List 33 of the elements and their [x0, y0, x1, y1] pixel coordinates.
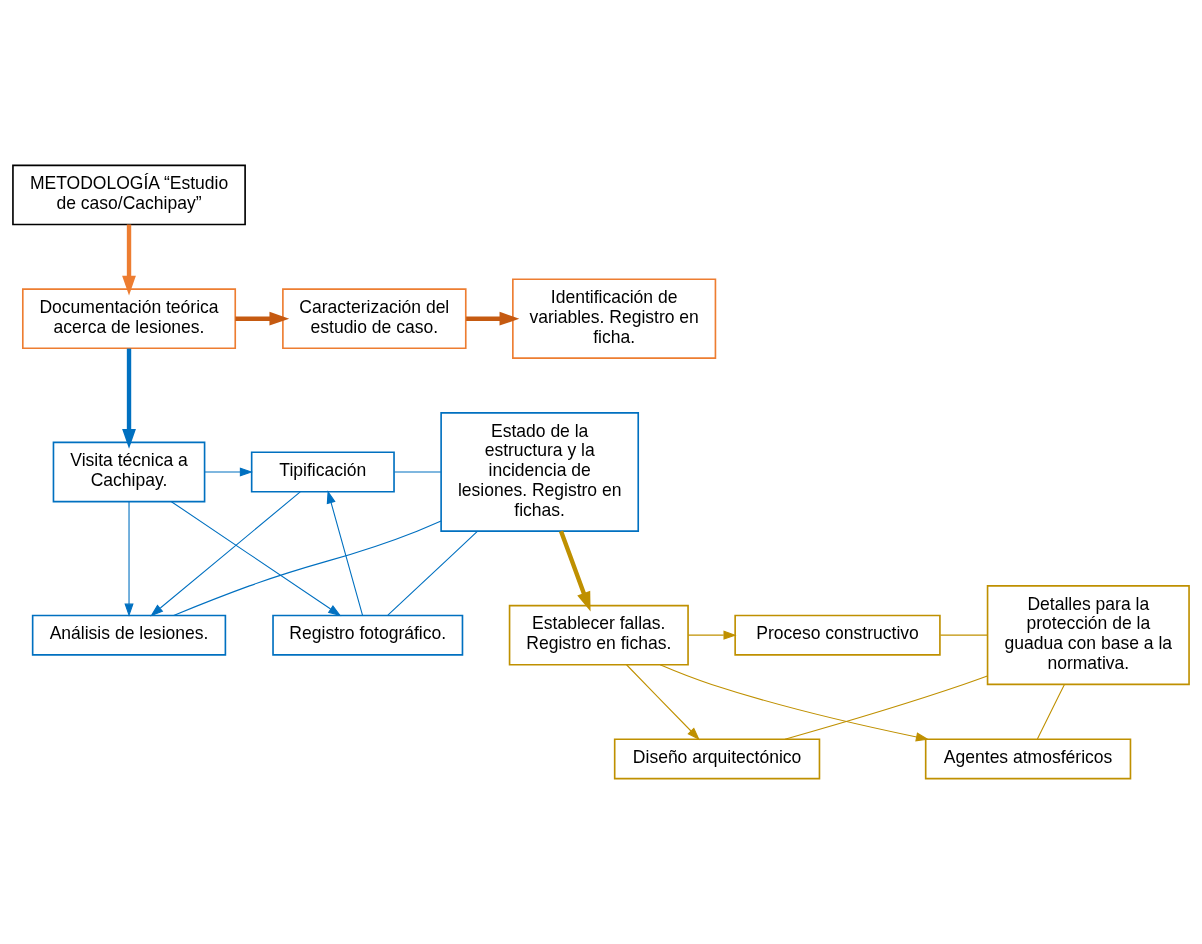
- node-box: Agentes atmosféricos: [924, 738, 1132, 780]
- node-box: Diseño arquitectónico: [613, 738, 821, 780]
- node-box: Registro fotográfico.: [272, 614, 464, 656]
- node-box: Documentación teórica acerca de lesiones.: [22, 288, 237, 350]
- node-box: Proceso constructivo: [734, 614, 941, 656]
- arrow: [204, 467, 253, 477]
- arrow: [326, 490, 364, 616]
- arrow: [626, 664, 700, 741]
- arrow: [170, 501, 342, 617]
- connector: [387, 530, 479, 616]
- node-box: Visita técnica a Cachipay.: [52, 441, 206, 503]
- node-box: Tipificación: [250, 451, 395, 493]
- connector: [393, 471, 442, 473]
- arrow: [659, 664, 930, 742]
- arrow: [150, 491, 301, 617]
- arrow: [122, 224, 136, 296]
- connector: [1036, 684, 1065, 740]
- node-box: METODOLOGÍA “Estudio de caso/Cachipay”: [12, 164, 246, 226]
- node-box: Establecer fallas. Registro en fichas.: [508, 604, 689, 666]
- connector: [939, 634, 989, 636]
- node-box: Identificación de variables. Registro en ficha.: [512, 278, 717, 359]
- node-box: Caracterización del estudio de caso.: [282, 288, 467, 350]
- node-box: Análisis de lesiones.: [31, 614, 227, 656]
- arrow: [235, 311, 290, 326]
- arrow: [558, 530, 591, 612]
- connector: [784, 675, 988, 740]
- node-box: Detalles para la protección de la guadua con base a la normativa.: [986, 585, 1190, 686]
- arrow: [122, 348, 136, 449]
- arrow: [466, 311, 520, 326]
- connector: [173, 520, 442, 616]
- arrow: [124, 501, 134, 617]
- arrow: [687, 630, 737, 640]
- node-box: Estado de la estructura y la incidencia de lesiones. Registro en fichas.: [440, 412, 640, 532]
